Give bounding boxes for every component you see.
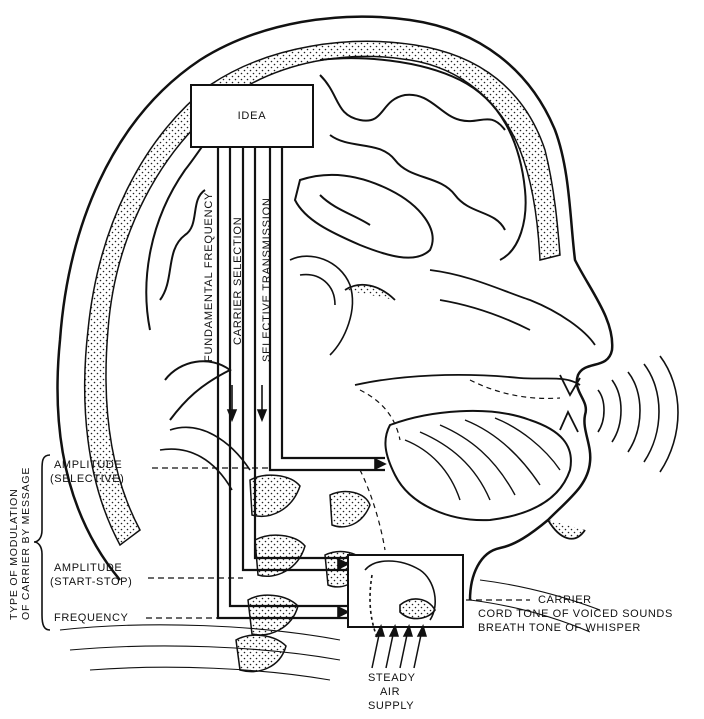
frequency-label: FREQUENCY — [54, 612, 129, 624]
selective-transmission-label: SELECTIVE TRANSMISSION — [261, 197, 273, 362]
sound-waves — [597, 355, 679, 473]
head-outline — [56, 15, 614, 601]
amplitude-startstop-label-2: (START-STOP) — [50, 576, 133, 588]
nasal-area — [344, 269, 596, 346]
tongue — [384, 409, 572, 522]
air-arrows — [371, 623, 428, 669]
flow-arrows — [226, 385, 387, 619]
carrier-selection-label: CARRIER SELECTION — [232, 216, 244, 345]
airway-dashes — [359, 379, 561, 551]
fundamental-frequency-label: FUNDAMENTAL FREQUENCY — [203, 191, 215, 362]
carrier-title: CARRIER — [538, 594, 592, 606]
vocal-cords — [364, 560, 436, 641]
skull-bone — [83, 40, 561, 547]
amplitude-selective-label-1: AMPLITUDE — [54, 459, 123, 471]
mouth — [354, 374, 586, 540]
air-supply-line1: STEADY — [368, 672, 416, 684]
idea-label: IDEA — [237, 110, 267, 122]
brainstem — [159, 255, 354, 491]
label-leaders — [146, 467, 530, 619]
brain — [145, 57, 527, 421]
modulation-brace — [33, 454, 51, 631]
air-supply-line3: SUPPLY — [368, 700, 415, 712]
air-supply-line2: AIR — [380, 686, 401, 698]
vertebrae — [235, 474, 371, 673]
modulation-title-line2: OF CARRIER BY MESSAGE — [20, 466, 32, 620]
carrier-line2: BREATH TONE OF WHISPER — [478, 622, 641, 634]
idea-box: IDEA — [190, 84, 314, 148]
amplitude-selective-label-2: (SELECTIVE) — [50, 473, 125, 485]
carrier-line1: CORD TONE OF VOICED SOUNDS — [478, 608, 673, 620]
neck-lines — [59, 579, 601, 681]
amplitude-startstop-label-1: AMPLITUDE — [54, 562, 123, 574]
modulation-title-line1: TYPE OF MODULATION — [8, 488, 20, 620]
